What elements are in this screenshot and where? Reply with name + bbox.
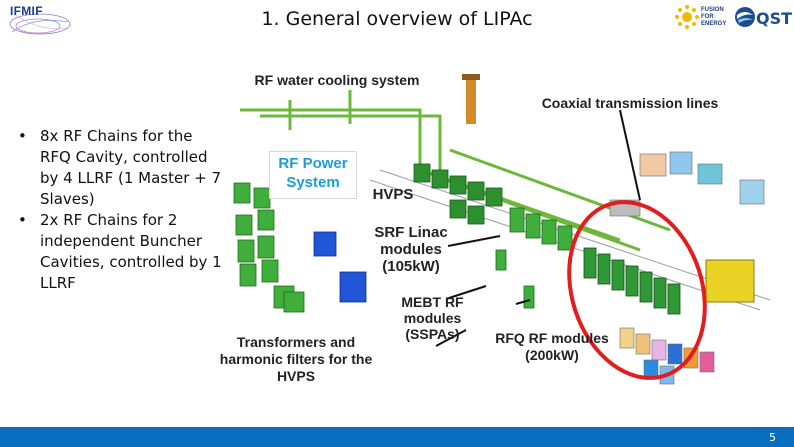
cooling-tower: [462, 74, 480, 124]
label-water-cooling: RF water cooling system: [232, 72, 442, 88]
label-rfq-rf: RFQ RF modules (200kW): [482, 330, 622, 364]
rfq-rf-modules: [584, 248, 680, 314]
page-number: 5: [769, 431, 776, 444]
label-srf-linac: SRF Linac modules (105kW): [372, 224, 450, 275]
bullet-item: • 8x RF Chains for the RFQ Cavity, contr…: [18, 126, 228, 210]
ifmif-logo-text: IFMIF: [10, 4, 43, 18]
label-mebt-rf: MEBT RF modules (SSPAs): [395, 294, 470, 342]
bullet-item: • 2x RF Chains for 2 independent Buncher…: [18, 210, 228, 294]
bullet-list: • 8x RF Chains for the RFQ Cavity, contr…: [18, 126, 228, 294]
label-hvps: HVPS: [368, 186, 418, 203]
harmonic-filter-blocks: [314, 232, 366, 302]
bullet-dot-icon: •: [18, 126, 40, 210]
fusion-for-energy-logo: FUSION FOR ENERGY: [674, 4, 730, 34]
label-coaxial-lines: Coaxial transmission lines: [520, 95, 740, 111]
qst-globe-icon: [734, 6, 756, 28]
label-rf-power-system: RF Power System: [269, 151, 357, 199]
sun-icon: [674, 4, 700, 30]
lipac-rf-diagram: RF water cooling system Coaxial transmis…: [200, 60, 794, 390]
hvps-modules: [414, 164, 502, 224]
footer-bar: 5: [0, 427, 794, 447]
yellow-cage: [706, 260, 754, 302]
qst-logo-text: QST: [756, 9, 792, 28]
ifmif-logo: IFMIF: [4, 2, 72, 38]
coaxial-arrow: [620, 110, 640, 200]
qst-logo: QST: [734, 6, 792, 32]
bullet-dot-icon: •: [18, 210, 40, 294]
page-title: 1. General overview of LIPAc: [200, 8, 594, 30]
transformer-blocks: [234, 183, 304, 312]
accelerator-equipment: [610, 152, 764, 216]
label-transformers: Transformers and harmonic filters for th…: [206, 334, 386, 385]
f4e-logo-text: FUSION FOR ENERGY: [701, 7, 731, 28]
